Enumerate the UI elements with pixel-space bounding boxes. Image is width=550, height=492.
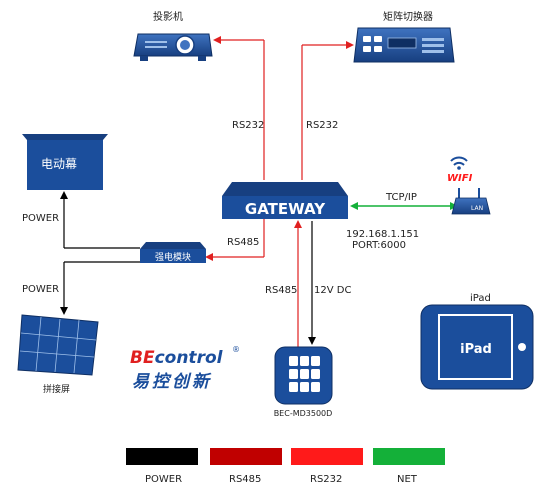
control-panel-label: BEC-MD3500D <box>274 409 333 418</box>
tcpip-label: TCP/IP <box>385 192 417 203</box>
brand-logo-text: BEcontrol <box>130 348 224 368</box>
rs485-label-panel: RS485 <box>265 285 297 296</box>
wifi-label: WIFI <box>447 173 473 184</box>
power-module-device <box>140 242 206 263</box>
projector-icon <box>133 33 213 61</box>
legend-swatch-power <box>126 448 198 465</box>
dc-label: 12V DC <box>314 285 351 296</box>
power-label-top: POWER <box>22 213 59 224</box>
power-module-label: 强电模块 <box>155 251 191 263</box>
electric-screen-label: 电动幕 <box>41 157 77 171</box>
legend: POWER RS485 RS232 NET <box>126 448 445 485</box>
splice-screen-label: 拼接屏 <box>43 383 70 395</box>
wifi-icon <box>450 156 468 170</box>
router-icon <box>451 188 491 215</box>
rs485-label-module: RS485 <box>227 237 259 248</box>
projector-label: 投影机 <box>153 10 183 23</box>
brand-registered: ® <box>232 345 240 354</box>
legend-swatch-rs485 <box>210 448 282 465</box>
legend-label-net: NET <box>397 474 418 485</box>
ip-label: 192.168.1.151 <box>346 229 419 240</box>
legend-label-power: POWER <box>145 474 182 485</box>
control-panel-device <box>274 346 333 405</box>
brand-cn-text: 易控创新 <box>132 372 212 392</box>
legend-label-rs485: RS485 <box>229 474 261 485</box>
ipad-device <box>420 304 534 390</box>
rs232-label-right: RS232 <box>306 120 338 131</box>
lan-label: LAN <box>471 205 483 212</box>
matrix-label: 矩阵切换器 <box>383 10 433 23</box>
legend-label-rs232: RS232 <box>310 474 342 485</box>
power-label-bottom: POWER <box>22 284 59 295</box>
ipad-top-label: iPad <box>470 293 491 304</box>
legend-swatch-net <box>373 448 445 465</box>
ipad-screen-label: iPad <box>460 342 492 357</box>
matrix-switcher-icon <box>353 27 455 63</box>
gateway-label: GATEWAY <box>245 200 326 218</box>
legend-swatch-rs232 <box>291 448 363 465</box>
rs232-label-left: RS232 <box>232 120 264 131</box>
splice-screen-device <box>17 314 99 376</box>
electric-screen-device <box>22 134 108 190</box>
gateway-device <box>222 182 348 219</box>
port-label: PORT:6000 <box>352 240 406 251</box>
